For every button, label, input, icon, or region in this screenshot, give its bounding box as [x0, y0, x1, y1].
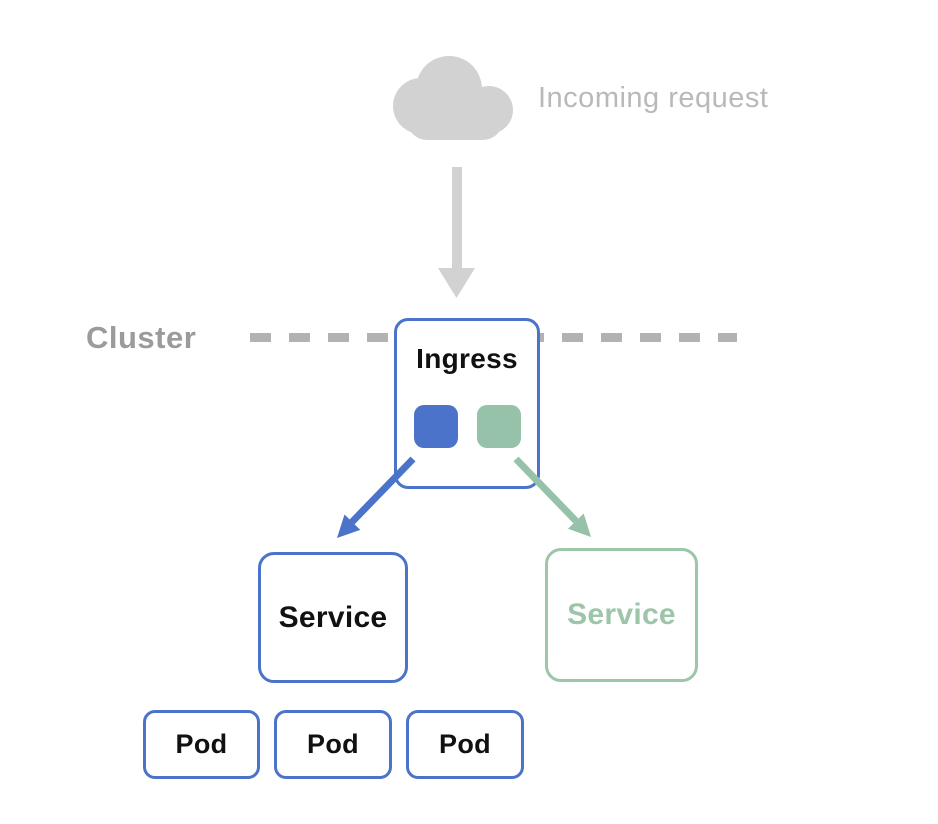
pod-node-1: Pod: [143, 710, 260, 779]
ingress-node: Ingress: [394, 318, 540, 489]
pod-1-label: Pod: [175, 729, 228, 759]
ingress-blue-rule-square: [413, 405, 458, 448]
pod-node-2: Pod: [274, 710, 392, 779]
pod-node-3: Pod: [406, 710, 524, 779]
ingress-rule-squares: [413, 405, 521, 448]
incoming-request-arrow-icon: [438, 167, 475, 298]
cloud-shape: [393, 56, 513, 140]
ingress-green-rule-square: [476, 405, 521, 448]
service-blue-label: Service: [278, 600, 388, 634]
pod-2-label: Pod: [307, 729, 359, 759]
cloud-icon: [393, 56, 513, 140]
service-node-blue: Service: [258, 552, 408, 683]
ingress-label: Ingress: [416, 343, 518, 374]
pod-3-label: Pod: [439, 729, 491, 759]
service-node-green: Service: [545, 548, 698, 682]
incoming-request-label: Incoming request: [538, 82, 769, 114]
service-green-label: Service: [567, 598, 676, 631]
cluster-label: Cluster: [86, 320, 197, 355]
